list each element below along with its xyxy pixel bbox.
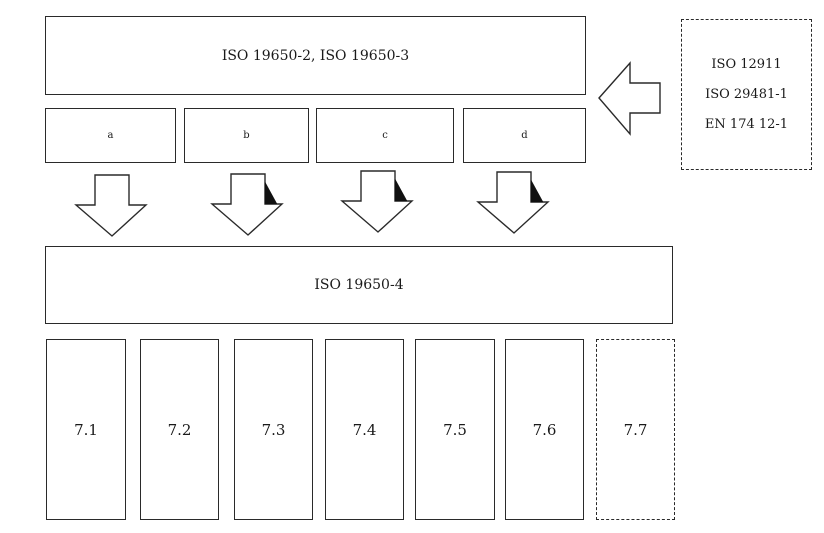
column-7-2-label: 7.2 — [167, 420, 192, 439]
column-7-5-label: 7.5 — [443, 420, 467, 439]
column-7-5: 7.5 — [415, 339, 495, 520]
column-7-2: 7.2 — [140, 339, 219, 520]
column-7-4: 7.4 — [325, 339, 404, 520]
sub-box-a-label: a — [107, 130, 114, 141]
down-arrow-b-icon — [210, 173, 284, 236]
column-7-1-label: 7.1 — [74, 420, 98, 439]
sub-box-d: d — [463, 108, 586, 163]
reference-standards-box: ISO 12911 ISO 29481-1 EN 174 12-1 — [681, 19, 812, 170]
sub-box-b-label: b — [243, 130, 250, 141]
sub-box-b: b — [184, 108, 309, 163]
sub-box-d-label: d — [521, 130, 528, 141]
column-7-7-label: 7.7 — [623, 420, 648, 439]
reference-standard-3: EN 174 12-1 — [704, 117, 789, 132]
sub-box-a: a — [45, 108, 176, 163]
down-arrow-d-icon — [476, 171, 550, 234]
reference-standard-1: ISO 12911 — [711, 57, 782, 72]
iso-19650-4-label: ISO 19650-4 — [314, 277, 404, 293]
sub-box-c-label: c — [382, 130, 388, 141]
left-arrow-icon — [598, 61, 661, 136]
sub-box-c: c — [316, 108, 454, 163]
column-7-7: 7.7 — [596, 339, 675, 520]
column-7-3-label: 7.3 — [261, 420, 286, 439]
down-arrow-c-icon — [340, 170, 414, 233]
down-arrow-a-icon — [74, 174, 148, 237]
column-7-6: 7.6 — [505, 339, 584, 520]
iso-19650-4-box: ISO 19650-4 — [45, 246, 673, 324]
column-7-6-label: 7.6 — [532, 420, 557, 439]
column-7-1: 7.1 — [46, 339, 126, 520]
iso-19650-2-3-box: ISO 19650-2, ISO 19650-3 — [45, 16, 586, 95]
reference-standard-2: ISO 29481-1 — [705, 87, 788, 102]
column-7-4-label: 7.4 — [352, 420, 377, 439]
column-7-3: 7.3 — [234, 339, 313, 520]
iso-19650-2-3-label: ISO 19650-2, ISO 19650-3 — [221, 47, 410, 64]
